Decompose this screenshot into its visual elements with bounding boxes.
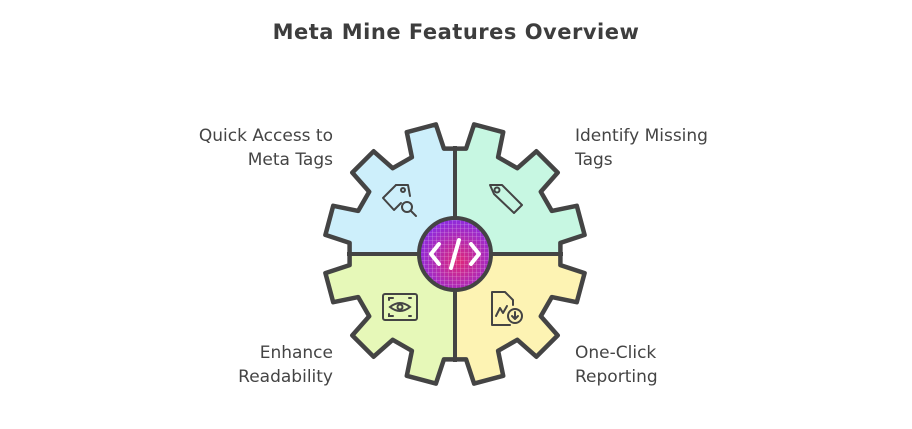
label-line: Meta Tags [247, 150, 333, 170]
tag-search-icon [382, 184, 417, 217]
label-line: Reporting [575, 367, 658, 387]
label-one-click: One-Click Reporting [575, 341, 658, 389]
label-quick-access: Quick Access to Meta Tags [199, 124, 333, 172]
code-icon [429, 238, 481, 270]
label-enhance-readability: Enhance Readability [238, 341, 333, 389]
label-line: One-Click [575, 343, 657, 363]
label-line: Enhance [259, 343, 333, 363]
report-download-icon [491, 291, 523, 326]
label-identify-missing: Identify Missing Tags [575, 124, 708, 172]
gear-outline [323, 122, 587, 386]
eye-scan-icon [382, 293, 418, 321]
diagram-title: Meta Mine Features Overview [272, 20, 640, 44]
label-line: Tags [575, 150, 613, 170]
label-line: Identify Missing [575, 126, 708, 146]
label-line: Readability [238, 367, 333, 387]
tag-icon [489, 184, 523, 214]
label-line: Quick Access to [198, 126, 333, 146]
center-hub [417, 216, 493, 292]
